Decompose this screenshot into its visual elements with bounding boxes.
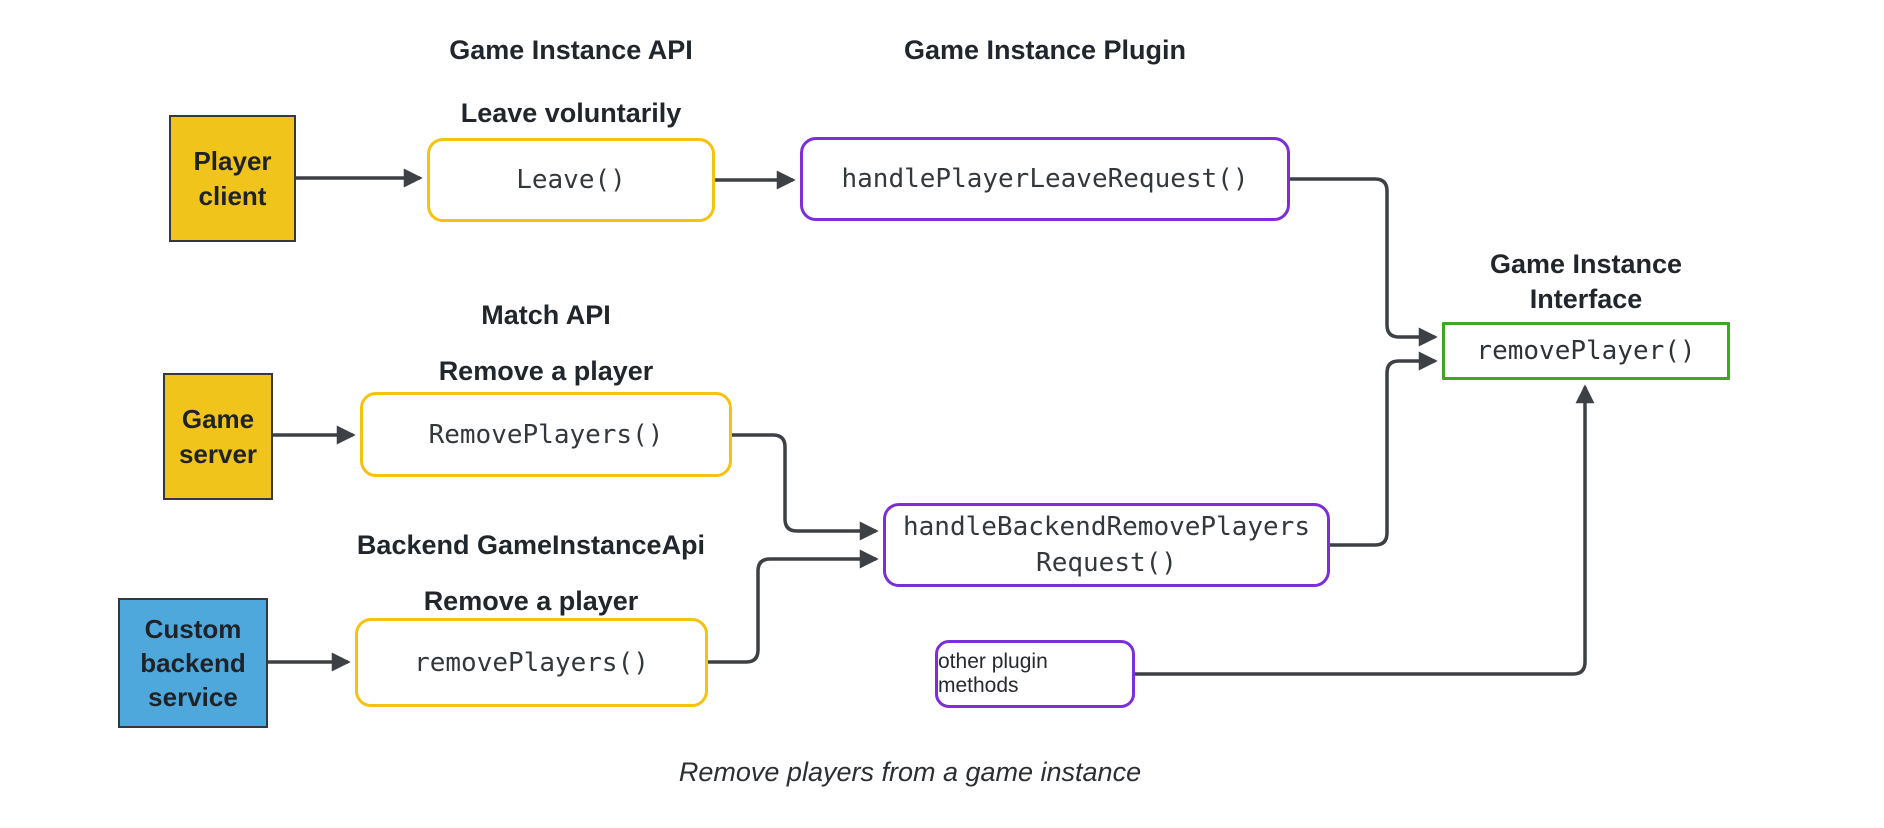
node-handle-backend-remove-players-request: handleBackendRemovePlayersRequest() [883, 503, 1330, 587]
header-game-instance-api: Game Instance API [449, 35, 693, 65]
header-remove-a-player-bottom: Remove a player [423, 586, 639, 616]
node-other-plugin-methods: other plugin methods [935, 640, 1135, 708]
diagram-caption: Remove players from a game instance [678, 757, 1142, 787]
node-remove-players-match: RemovePlayers() [360, 392, 732, 477]
edge-handle-backend-to-remove-player [1330, 351, 1438, 547]
node-handle-player-leave-request: handlePlayerLeaveRequest() [800, 137, 1290, 221]
header-game-instance-plugin: Game Instance Plugin [903, 35, 1187, 65]
node-player-client: Player client [169, 115, 296, 242]
node-leave: Leave() [427, 138, 715, 222]
node-custom-backend-service: Custom backend service [118, 598, 268, 728]
header-game-instance-interface: Game Instance Interface [1489, 249, 1683, 314]
node-remove-player: removePlayer() [1442, 322, 1730, 380]
node-remove-players-backend: removePlayers() [355, 618, 708, 707]
edge-handle-player-leave-request-to-remove-player [1290, 177, 1438, 347]
header-backend-gameinstanceapi: Backend GameInstanceApi [356, 530, 706, 560]
header-match-api: Match API [481, 300, 611, 330]
edge-remove-players-to-handle-backend [732, 433, 879, 541]
header-leave-voluntarily: Leave voluntarily [460, 98, 682, 128]
header-remove-a-player-top: Remove a player [438, 356, 654, 386]
node-game-server: Game server [163, 373, 273, 500]
edge-remove-players-backend-to-handle-backend [708, 549, 879, 664]
